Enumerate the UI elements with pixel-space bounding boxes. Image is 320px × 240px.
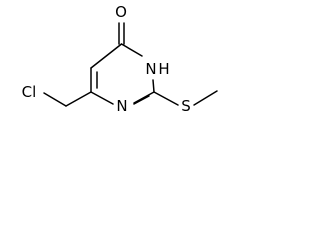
ring-double-bond-c2-n1-inner <box>133 95 150 105</box>
atom-ring-nitrogen-label: N <box>116 97 127 115</box>
bond-c4-n3 <box>120 43 143 57</box>
bond-c6-ch2 <box>65 91 92 107</box>
bond-n1-c6 <box>90 91 114 105</box>
bond-c5-c4 <box>90 43 123 69</box>
atom-sulfur-label: S <box>181 97 191 115</box>
bond-ch2-cl <box>43 92 67 107</box>
atom-oxygen-label: O <box>115 3 127 21</box>
chemical-structure: O N H N S Cl <box>22 3 218 115</box>
bond-n3-c2 <box>152 79 155 93</box>
atom-nh-hydrogen-label: H <box>158 60 169 78</box>
atom-chlorine-label: Cl <box>22 83 37 101</box>
bond-s-methyl <box>193 90 218 106</box>
atom-nh-nitrogen-label: N <box>145 60 156 78</box>
bond-c2-n1 <box>133 91 155 104</box>
carbonyl-double-bond <box>118 22 125 45</box>
ring-double-bond-c5-c6 <box>90 67 98 93</box>
bond-c2-s <box>153 91 179 106</box>
